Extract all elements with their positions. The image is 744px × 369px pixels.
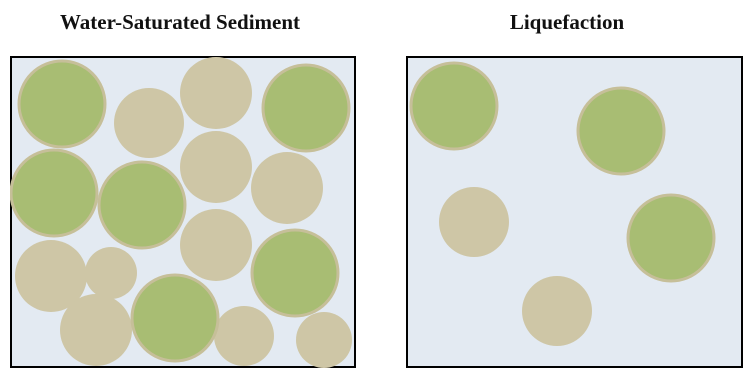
green-grain [130,273,220,363]
green-grain [17,59,107,149]
green-grain [626,193,716,283]
green-grain [250,228,340,318]
green-grain [576,86,666,176]
green-grain [10,148,99,238]
tan-grain [180,209,252,281]
suspended-grains [409,61,716,346]
saturated-sediment-panel [10,56,356,368]
sediment-grains [10,57,352,368]
tan-grain [214,306,274,366]
green-grain [409,61,499,151]
green-grain [261,63,351,153]
saturated-sediment-title: Water-Saturated Sediment [59,10,301,34]
green-grain [97,160,187,250]
tan-grain [439,187,509,257]
tan-grain [180,131,252,203]
tan-grain [251,152,323,224]
tan-grain [522,276,592,346]
liquefaction-panel [406,56,743,368]
liquefaction-title: Liquefaction [509,10,625,34]
tan-grain [296,312,352,368]
tan-grain [114,88,184,158]
tan-grain [85,247,137,299]
tan-grain [180,57,252,129]
tan-grain [15,240,87,312]
tan-grain [60,294,132,366]
